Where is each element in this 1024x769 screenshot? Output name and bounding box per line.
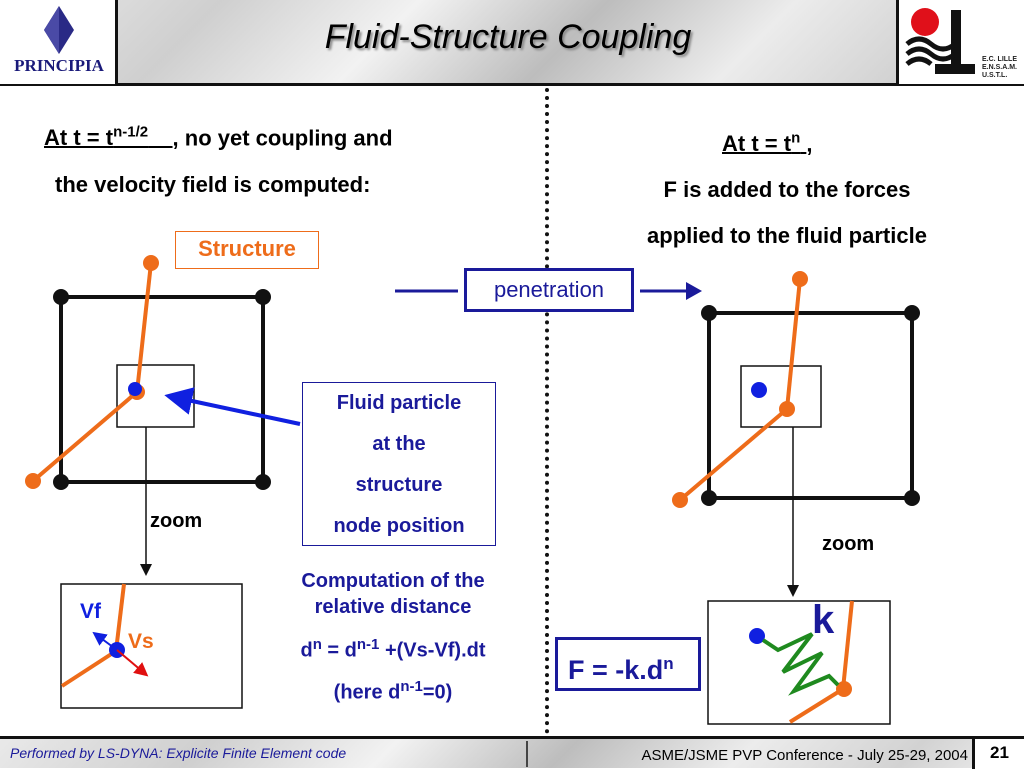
right-structure-beam: [672, 271, 808, 508]
footer-bar: Performed by LS-DYNA: Explicite Finite E…: [0, 736, 1024, 769]
right-time-heading: At t = tn ,: [722, 130, 813, 157]
right-zoom-label: zoom: [822, 533, 875, 555]
ec-lille-logo: E.C. LILLE E.N.S.A.M. U.S.T.L.: [896, 0, 1024, 84]
penetration-label: penetration: [464, 268, 634, 312]
left-detail-box: [60, 583, 243, 709]
spring-icon: [761, 632, 840, 696]
footer-conference-text: ASME/JSME PVP Conference - July 25-29, 2…: [641, 747, 968, 764]
initial-condition: (here dn-1=0): [333, 677, 453, 704]
callout-arrow: [164, 387, 301, 426]
force-equation: F = -k.dn: [555, 637, 701, 691]
distance-equation: dn = dn-1 +(Vs-Vf).dt: [300, 636, 486, 662]
ec-lille-logo-text: E.C. LILLE E.N.S.A.M. U.S.T.L.: [982, 56, 1018, 79]
spring-stiffness-label: k: [812, 598, 835, 642]
right-zoom-box: [740, 365, 822, 428]
right-fluid-particle: [751, 382, 767, 398]
footer-left-text: Performed by LS-DYNA: Explicite Finite E…: [10, 745, 347, 761]
left-element-square: [53, 289, 271, 490]
page-title: Fluid-Structure Coupling: [324, 18, 692, 56]
left-structure-beam: [25, 255, 159, 489]
structure-label: Structure: [175, 231, 319, 269]
left-zoom-label: zoom: [150, 510, 203, 532]
penetration-arrowhead: [686, 282, 702, 300]
vf-arrow: [92, 631, 118, 651]
vf-label: Vf: [80, 600, 101, 623]
fluid-particle-callout: Fluid particle at the structure node pos…: [302, 382, 496, 546]
principia-logo-text: PRINCIPIA: [14, 56, 104, 75]
relative-distance-text: Computation of the relative distance dn …: [262, 568, 524, 705]
page-number: 21: [972, 739, 1024, 769]
diamond-icon: [44, 6, 74, 54]
right-detail-particle: [749, 628, 765, 644]
center-divider: [545, 88, 549, 734]
header-bar: [0, 0, 1024, 86]
left-time-heading: At t = tn-1/2 , no yet coupling and: [44, 124, 393, 151]
wave-logo-icon: [905, 8, 975, 74]
left-description: the velocity field is computed:: [55, 172, 371, 197]
right-description-line2: applied to the fluid particle: [647, 223, 927, 248]
right-element-square: [701, 305, 920, 506]
left-zoom-box: [116, 364, 195, 428]
right-structure-node: [836, 681, 852, 697]
right-description-line1: F is added to the forces: [663, 177, 911, 202]
principia-logo: PRINCIPIA: [0, 0, 118, 84]
vs-label: Vs: [128, 630, 154, 653]
vs-arrow: [116, 649, 149, 677]
footer-divider: [526, 741, 528, 767]
left-fluid-particle: [128, 382, 142, 396]
